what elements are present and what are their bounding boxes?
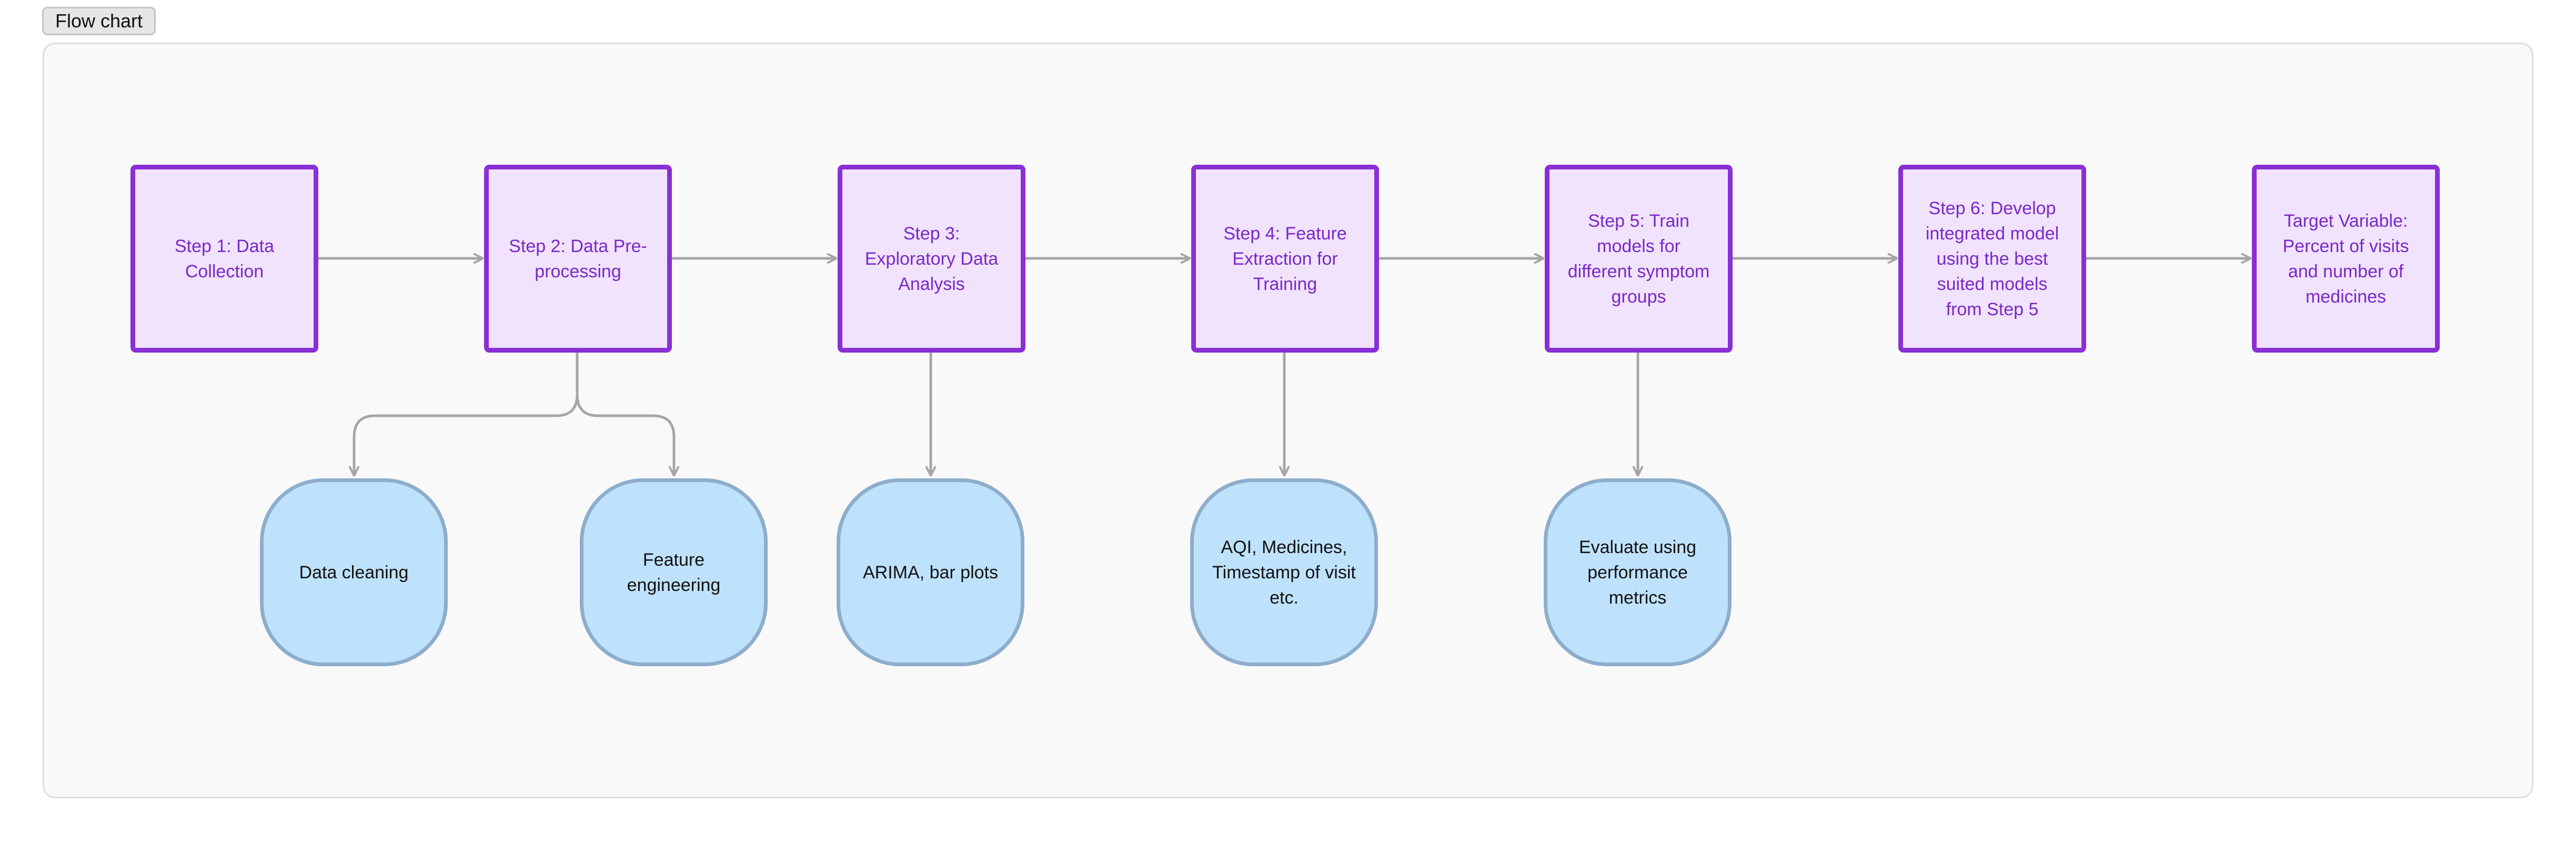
- step-3-label: Step 3: Exploratory Data Analysis: [864, 223, 999, 294]
- target-variable[interactable]: Target Variable: Percent of visits and n…: [2252, 165, 2440, 353]
- flow-chart-tab[interactable]: Flow chart: [42, 7, 156, 35]
- detail-arima-bar-plots[interactable]: ARIMA, bar plots: [837, 478, 1024, 666]
- step-5-train-models[interactable]: Step 5: Train models for different sympt…: [1545, 165, 1733, 353]
- detail-feature-engineering[interactable]: Feature engineering: [580, 478, 768, 666]
- step-3-exploratory-data-analysis[interactable]: Step 3: Exploratory Data Analysis: [838, 165, 1025, 353]
- step-1-label: Step 1: Data Collection: [174, 236, 274, 282]
- step-4-feature-extraction[interactable]: Step 4: Feature Extraction for Training: [1191, 165, 1379, 353]
- detail-aqi-label: AQI, Medicines, Timestamp of visit etc.: [1212, 537, 1356, 608]
- detail-arima-label: ARIMA, bar plots: [863, 562, 998, 583]
- step-6-label: Step 6: Develop integrated model using t…: [1925, 198, 2059, 319]
- diagram-canvas: [43, 43, 2533, 798]
- step-1-data-collection[interactable]: Step 1: Data Collection: [130, 165, 318, 353]
- target-variable-label: Target Variable: Percent of visits and n…: [2282, 210, 2409, 307]
- step-2-data-preprocessing[interactable]: Step 2: Data Pre-processing: [484, 165, 672, 353]
- detail-aqi-medicines[interactable]: AQI, Medicines, Timestamp of visit etc.: [1190, 478, 1378, 666]
- detail-data-cleaning[interactable]: Data cleaning: [260, 478, 448, 666]
- detail-evaluate-label: Evaluate using performance metrics: [1578, 537, 1697, 608]
- step-5-label: Step 5: Train models for different sympt…: [1567, 210, 1710, 307]
- detail-evaluate-metrics[interactable]: Evaluate using performance metrics: [1544, 478, 1732, 666]
- step-4-label: Step 4: Feature Extraction for Training: [1223, 223, 1347, 294]
- detail-feature-engineering-label: Feature engineering: [627, 549, 721, 595]
- detail-data-cleaning-label: Data cleaning: [299, 562, 409, 583]
- step-6-integrated-model[interactable]: Step 6: Develop integrated model using t…: [1898, 165, 2086, 353]
- step-2-label: Step 2: Data Pre-processing: [509, 236, 647, 282]
